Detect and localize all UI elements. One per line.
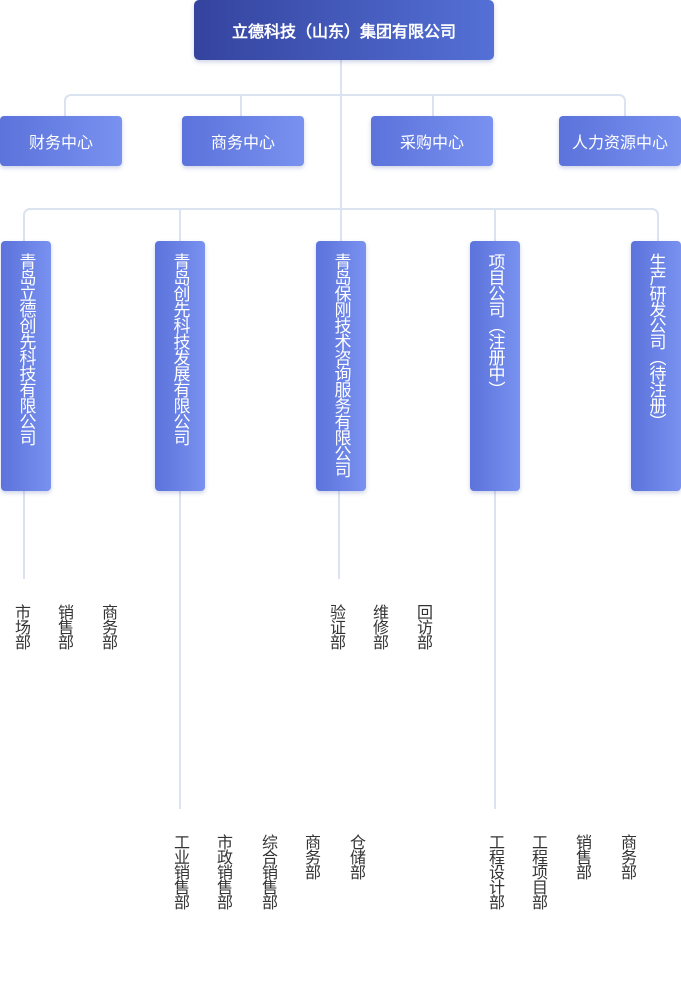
- department-label: 回访部: [414, 604, 433, 649]
- connector-dept-3: [338, 491, 340, 579]
- department-label: 销售部: [573, 834, 592, 879]
- department-label: 工程设计部: [486, 834, 505, 909]
- center-label: 财务中心: [28, 133, 93, 152]
- connector-trunk: [340, 60, 342, 241]
- center-label: 商务中心: [210, 133, 275, 152]
- center-business: 商务中心: [182, 116, 304, 166]
- root-label: 立德科技（山东）集团有限公司: [231, 22, 456, 41]
- department-label: 综合销售部: [259, 834, 278, 909]
- connector-centers: [64, 94, 626, 118]
- company-lide-chuangxian: 青岛立德创先科技有限公司: [1, 241, 51, 491]
- department-label: 工业销售部: [171, 834, 190, 909]
- department-label: 商务部: [618, 834, 637, 879]
- company-label: 项目公司（注册中）: [484, 253, 505, 397]
- department-label: 市政销售部: [214, 834, 233, 909]
- connector-center-2: [240, 94, 242, 116]
- department-label: 市场部: [12, 604, 31, 649]
- root-node: 立德科技（山东）集团有限公司: [194, 0, 494, 60]
- center-label: 采购中心: [399, 133, 464, 152]
- connector-company-4: [494, 208, 496, 241]
- company-label: 青岛保刚技术咨询服务有限公司: [330, 253, 351, 477]
- department-label: 商务部: [302, 834, 321, 879]
- department-label: 验证部: [327, 604, 346, 649]
- company-project: 项目公司（注册中）: [470, 241, 520, 491]
- department-label: 维修部: [370, 604, 389, 649]
- connector-company-2: [179, 208, 181, 241]
- company-chuangxian-development: 青岛创先科技发展有限公司: [155, 241, 205, 491]
- department-label: 商务部: [99, 604, 118, 649]
- company-label: 青岛立德创先科技有限公司: [15, 253, 36, 445]
- company-baogang-consulting: 青岛保刚技术咨询服务有限公司: [316, 241, 366, 491]
- connector-dept-4: [494, 491, 496, 809]
- department-label: 工程项目部: [529, 834, 548, 909]
- center-hr: 人力资源中心: [559, 116, 681, 166]
- company-label: 青岛创先科技发展有限公司: [169, 253, 190, 445]
- department-label: 仓储部: [347, 834, 366, 879]
- connector-center-3: [432, 94, 434, 116]
- connector-companies: [23, 208, 659, 243]
- company-production-rd: 生产研发公司（待注册）: [631, 241, 681, 491]
- center-label: 人力资源中心: [571, 133, 668, 152]
- company-label: 生产研发公司（待注册）: [645, 253, 666, 429]
- connector-dept-1: [23, 491, 25, 579]
- center-procurement: 采购中心: [371, 116, 493, 166]
- center-finance: 财务中心: [0, 116, 122, 166]
- connector-dept-2: [179, 491, 181, 809]
- department-label: 销售部: [55, 604, 74, 649]
